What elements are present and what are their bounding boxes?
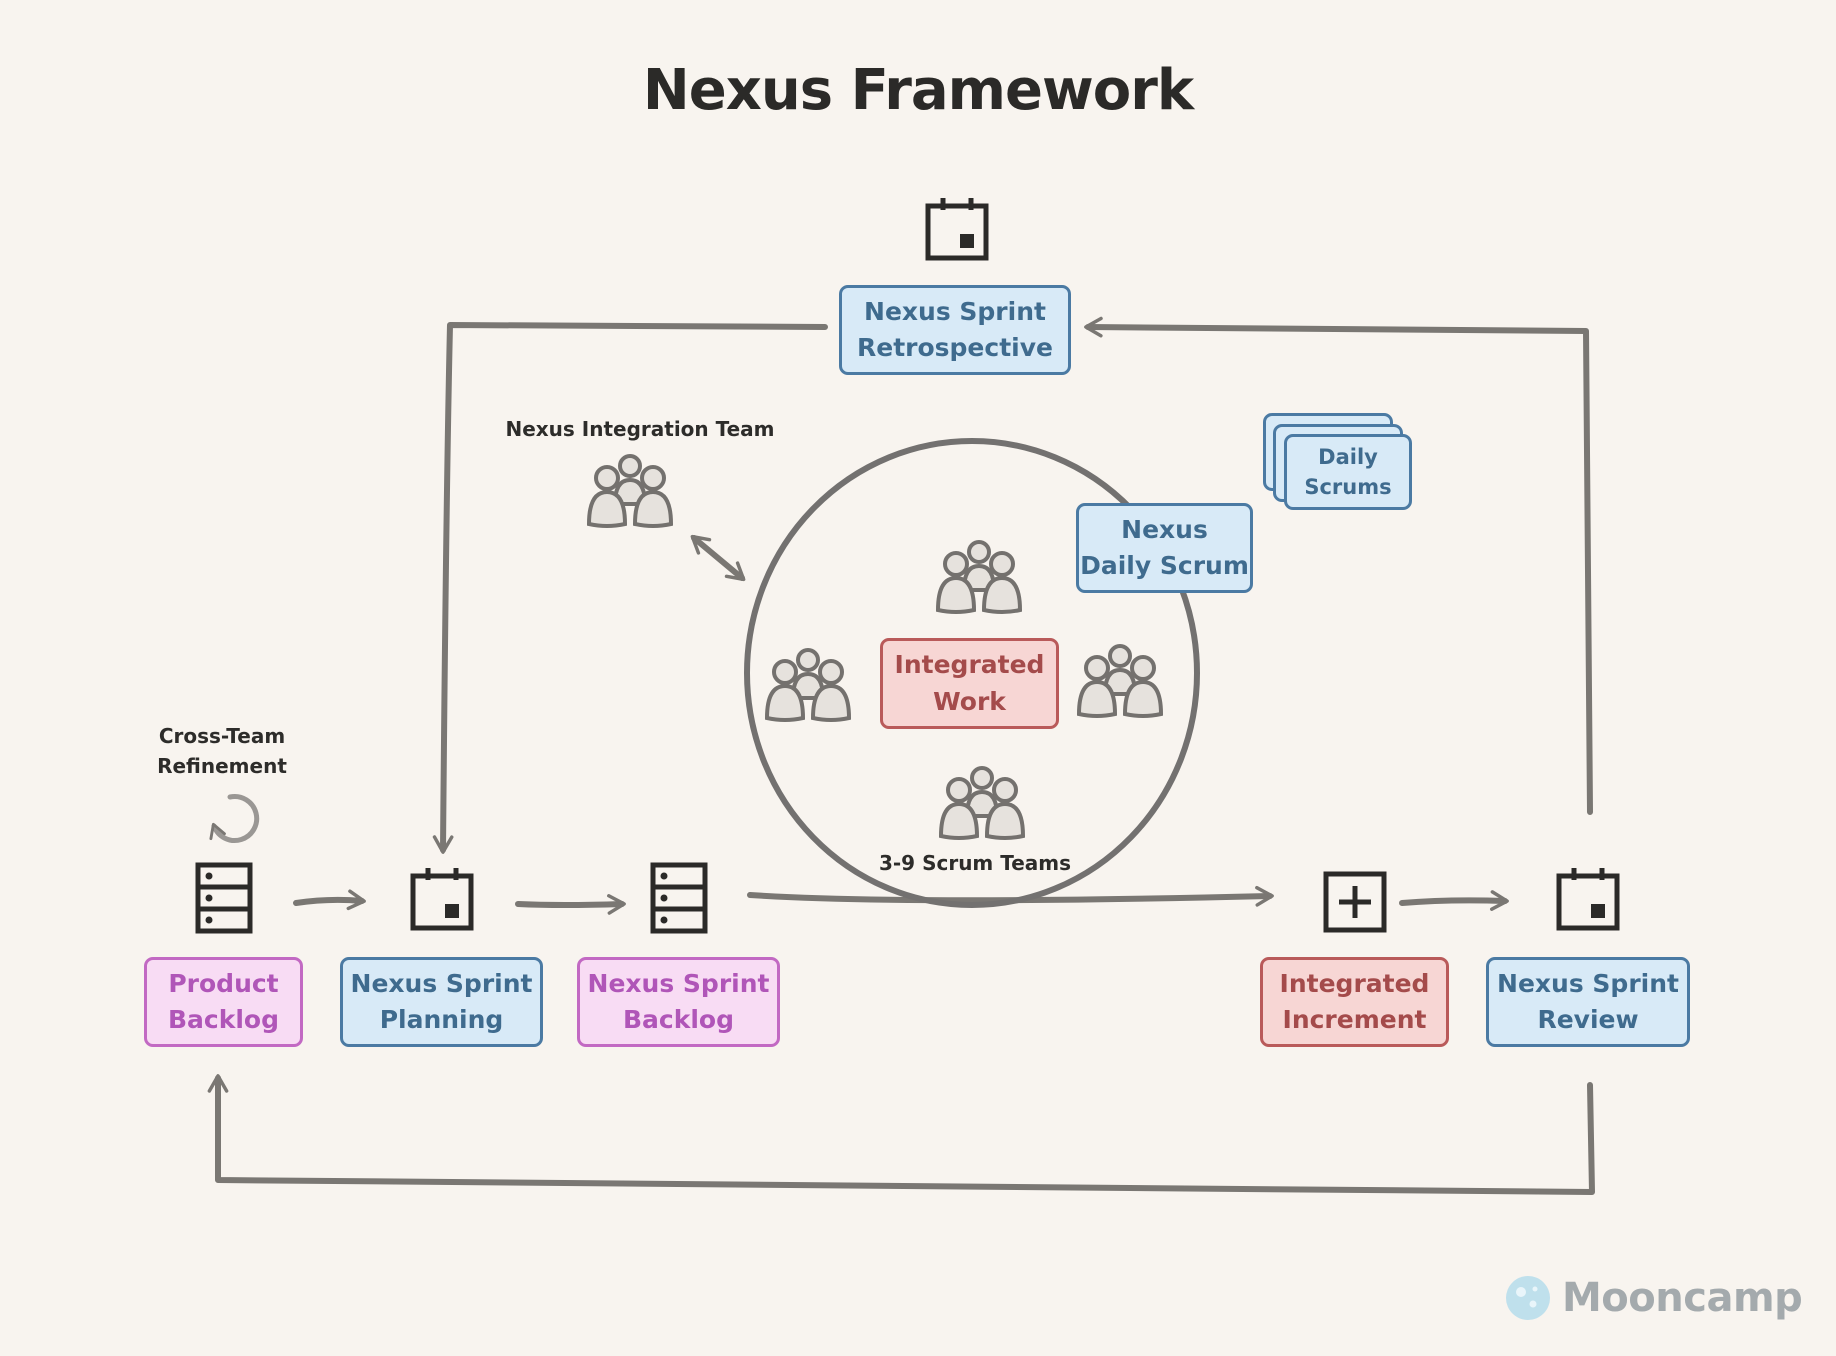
arrow-review-to-backlog <box>207 1074 1595 1195</box>
arrow-integration-team-link <box>690 534 746 582</box>
team-icon <box>938 766 1026 840</box>
brand-logo: Mooncamp <box>1504 1274 1803 1322</box>
node-product-backlog: Product Backlog <box>144 957 303 1047</box>
label-integration-team: Nexus Integration Team <box>505 417 775 441</box>
node-sprint-review: Nexus Sprint Review <box>1486 957 1690 1047</box>
refresh-icon <box>209 794 260 843</box>
arrow-sprint-backlog-to-increment <box>747 885 1274 907</box>
backlog-list-icon <box>650 862 708 934</box>
node-nexus-daily-scrum: Nexus Daily Scrum <box>1076 503 1253 593</box>
backlog-list-icon <box>195 862 253 934</box>
team-icon <box>764 648 852 722</box>
label-refinement: Cross-Team Refinement <box>157 724 287 778</box>
node-sprint-backlog: Nexus Sprint Backlog <box>577 957 780 1047</box>
node-sprint-retrospective: Nexus Sprint Retrospective <box>839 285 1071 375</box>
calendar-icon <box>410 868 474 931</box>
node-integrated-increment: Integrated Increment <box>1260 957 1449 1047</box>
label-scrum-teams: 3-9 Scrum Teams <box>878 851 1072 875</box>
node-sprint-planning: Nexus Sprint Planning <box>340 957 543 1047</box>
calendar-icon <box>925 198 989 261</box>
arrow-increment-to-review <box>1399 890 1509 911</box>
moon-logo-icon <box>1506 1276 1550 1320</box>
scrum-teams-circle <box>744 438 1200 908</box>
arrow-backlog-to-planning <box>293 889 366 911</box>
arrow-planning-to-sprint-backlog <box>515 894 626 915</box>
team-icon <box>1076 644 1164 718</box>
calendar-icon <box>1556 868 1620 931</box>
arrow-retro-to-planning <box>432 322 828 854</box>
team-icon <box>935 540 1023 614</box>
team-icon <box>586 454 674 528</box>
node-integrated-work: Integrated Work <box>880 638 1059 729</box>
arrow-review-to-retro <box>1084 316 1593 815</box>
node-daily-scrums: Daily Scrums <box>1284 434 1412 510</box>
logo-text: Mooncamp <box>1562 1275 1803 1321</box>
plus-square-icon <box>1323 871 1387 933</box>
diagram-title: Nexus Framework <box>642 58 1194 123</box>
